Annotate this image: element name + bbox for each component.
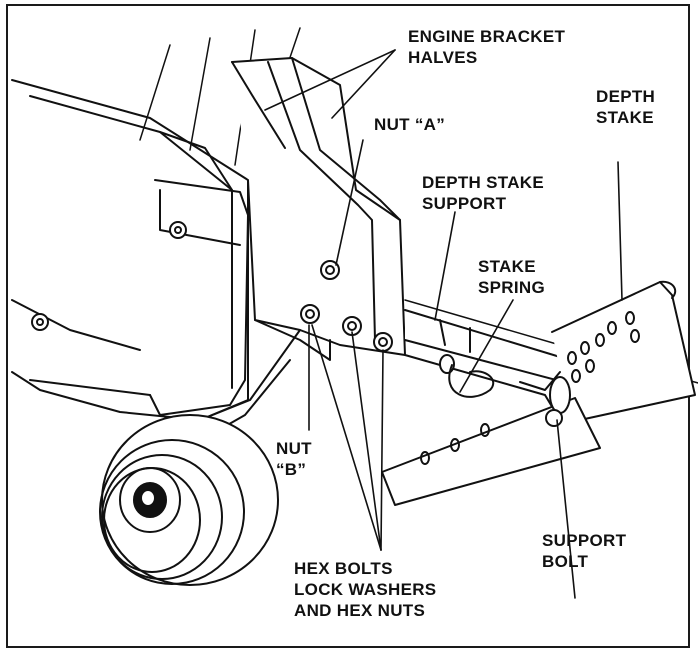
- label-line: NUT “A”: [374, 115, 446, 134]
- nut-a: [320, 260, 340, 280]
- label-line: HALVES: [408, 48, 478, 67]
- label-line: “B”: [276, 460, 307, 479]
- label-line: NUT: [276, 439, 312, 458]
- label-line: HEX BOLTS: [294, 559, 393, 578]
- label-line: AND HEX NUTS: [294, 601, 426, 620]
- label-line: STAKE: [596, 108, 654, 127]
- label-line: ENGINE BRACKET: [408, 27, 566, 46]
- leader-lines: [264, 49, 623, 599]
- hex-nut: [342, 316, 362, 336]
- label-support-bolt: SUPPORT BOLT: [542, 530, 626, 572]
- label-line: DEPTH STAKE: [422, 173, 544, 192]
- label-depth-stake-support: DEPTH STAKE SUPPORT: [422, 172, 544, 214]
- label-stake-spring: STAKE SPRING: [478, 256, 545, 298]
- label-line: LOCK WASHERS: [294, 580, 437, 599]
- engine-bracket-halves: [231, 57, 406, 356]
- label-nut-b: NUT “B”: [276, 438, 312, 480]
- support-bolt: [545, 376, 571, 427]
- housing-nut: [31, 221, 187, 331]
- label-line: BOLT: [542, 552, 589, 571]
- depth-stake: [381, 280, 696, 506]
- label-line: SUPPORT: [542, 531, 627, 550]
- label-depth-stake: DEPTH STAKE: [596, 86, 655, 128]
- label-engine-bracket-halves: ENGINE BRACKET HALVES: [408, 26, 565, 68]
- engine-housing: [11, 27, 301, 421]
- label-line: STAKE: [478, 257, 536, 276]
- hex-nut: [373, 332, 393, 352]
- label-line: SPRING: [478, 278, 545, 297]
- label-hex-bolts: HEX BOLTS LOCK WASHERS AND HEX NUTS: [294, 558, 436, 621]
- nut-b: [300, 304, 320, 324]
- wheel: [99, 414, 279, 586]
- label-line: SUPPORT: [422, 194, 507, 213]
- label-nut-a: NUT “A”: [374, 114, 445, 135]
- label-line: DEPTH: [596, 87, 656, 106]
